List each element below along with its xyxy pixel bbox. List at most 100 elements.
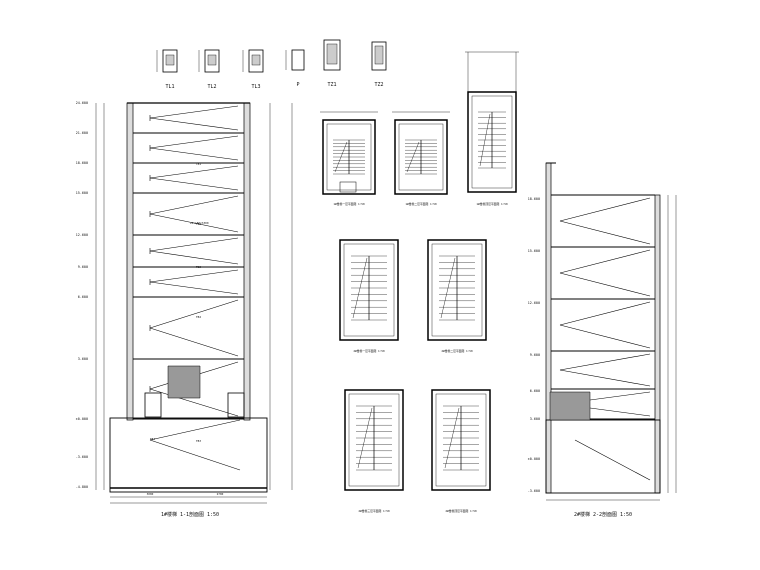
- stair-flight: [149, 388, 239, 417]
- right-stair-flights: [559, 197, 651, 481]
- left-level-7: 3.600: [78, 357, 88, 361]
- plan-4-caption: 2#楼梯一层平面图 1:50: [353, 349, 385, 353]
- detail-label-tz2: TZ2: [374, 82, 383, 88]
- detail-p: P: [285, 49, 305, 88]
- left-level-6: 6.600: [78, 295, 88, 299]
- left-level-0: 24.600: [76, 101, 88, 105]
- stair-flight: [149, 419, 241, 441]
- plan-5: 2#楼梯二层平面图 1:50: [427, 239, 487, 353]
- plan-4: 2#楼梯一层平面图 1:50: [339, 239, 399, 353]
- left-flight-labels: TB1 TB2 TB2 TB2 TB3 TB4 22×150=3300: [150, 162, 209, 443]
- plan-7-caption: 2#楼梯顶层平面图 1:50: [445, 509, 477, 513]
- stair-flight: [559, 249, 651, 274]
- right-level-4: 6.600: [530, 389, 540, 393]
- left-floor-slabs: [133, 102, 244, 420]
- detail-label-tl2: TL2: [207, 84, 216, 90]
- stair-flight: [149, 135, 239, 149]
- plan-7: 2#楼梯顶层平面图 1:50: [431, 389, 491, 513]
- stair-flight: [149, 269, 239, 283]
- right-section: 2#楼梯 2-2剖面图 1:50: [545, 162, 677, 518]
- plan-treads: [443, 405, 479, 471]
- left-flight-0: TB1: [196, 162, 201, 166]
- right-level-3: 9.600: [530, 353, 540, 357]
- plan-arrow: [440, 257, 456, 319]
- left-level-9: -3.600: [76, 455, 88, 459]
- stair-flight: [149, 195, 239, 215]
- left-flight-4: TB3: [196, 439, 201, 443]
- right-section-caption: 2#楼梯 2-2剖面图 1:50: [574, 511, 632, 518]
- left-section: 3000 2700 1#楼梯 1-1剖面图 1:50: [95, 102, 293, 518]
- stair-flight: [559, 197, 651, 222]
- left-flight-1: TB2: [196, 222, 201, 226]
- left-flight-5: TB4: [150, 437, 155, 441]
- plan-1-caption: 1#楼梯一层平面图 1:50: [333, 202, 365, 206]
- stair-flight: [559, 324, 651, 349]
- plan-treads: [333, 139, 365, 175]
- stair-flight: [149, 105, 239, 119]
- plan-treads: [356, 405, 392, 471]
- left-level-8: ±0.000: [76, 417, 88, 421]
- stair-flight: [149, 327, 239, 357]
- left-level-4: 12.600: [76, 233, 88, 237]
- stair-flight: [559, 301, 651, 326]
- left-level-5: 9.600: [78, 265, 88, 269]
- right-level-6: ±0.000: [528, 457, 540, 461]
- left-level-3: 15.600: [76, 191, 88, 195]
- detail-tz2: TZ2: [371, 41, 387, 88]
- plan-treads: [439, 255, 475, 321]
- left-level-labels: 24.600 21.600 18.600 15.600 12.600 9.600…: [76, 101, 88, 489]
- stair-flight: [559, 220, 651, 245]
- stair-flight: [559, 369, 651, 387]
- plan-arrow: [444, 407, 460, 469]
- stair-flight: [149, 250, 239, 265]
- stair-flight: [574, 439, 651, 481]
- door-left-1: [144, 392, 162, 418]
- detail-tl3: TL3: [242, 49, 264, 90]
- plan-treads: [478, 111, 506, 169]
- plan-2-caption: 1#楼梯二层平面图 1:50: [405, 202, 437, 206]
- detail-label-p: P: [296, 82, 299, 88]
- plan-arrow: [352, 257, 368, 319]
- right-level-0: 18.600: [528, 197, 540, 201]
- plan-3-caption: 1#楼梯顶层平面图 1:50: [476, 202, 508, 206]
- detail-tl1: TL1: [156, 49, 178, 90]
- plan-6-caption: 2#楼梯三层平面图 1:50: [358, 509, 390, 513]
- stair-flight: [149, 147, 239, 161]
- left-dim-width: 2700: [217, 492, 224, 496]
- stair-flight: [149, 117, 239, 131]
- plan-arrow: [357, 407, 373, 469]
- plan-arrow: [479, 113, 491, 167]
- door-left-2: [227, 392, 245, 418]
- detail-label-tl3: TL3: [251, 84, 260, 90]
- plan-1: 1#楼梯一层平面图 1:50: [320, 111, 378, 206]
- stair-flight: [559, 353, 651, 371]
- detail-label-tl1: TL1: [165, 84, 174, 90]
- stair-flight: [149, 299, 239, 329]
- stair-flight: [149, 237, 239, 252]
- left-flight-3: TB2: [196, 315, 201, 319]
- right-level-5: 3.600: [530, 417, 540, 421]
- stair-flight: [149, 165, 239, 179]
- plan-2: 1#楼梯二层平面图 1:50: [392, 111, 450, 206]
- left-flight-spec: 22×150=3300: [190, 221, 209, 225]
- plan-treads: [405, 139, 437, 175]
- right-level-2: 12.600: [528, 301, 540, 305]
- stair-flight: [149, 439, 241, 471]
- plan-6: 2#楼梯三层平面图 1:50: [344, 389, 404, 513]
- detail-label-tz1: TZ1: [327, 82, 336, 88]
- left-dim-run: 3000: [147, 492, 154, 496]
- plan-arrow: [406, 141, 420, 173]
- left-level-1: 21.600: [76, 131, 88, 135]
- left-level-10: -4.800: [76, 485, 88, 489]
- left-flight-2: TB2: [196, 265, 201, 269]
- left-stair-flights: [149, 105, 241, 471]
- stair-flight: [559, 272, 651, 297]
- left-level-2: 18.600: [76, 161, 88, 165]
- stair-flight: [149, 213, 239, 233]
- right-level-7: -3.600: [528, 489, 540, 493]
- right-floor-slabs: [551, 194, 655, 420]
- plan-arrow: [334, 141, 348, 173]
- plan-5-caption: 2#楼梯二层平面图 1:50: [441, 349, 473, 353]
- stair-flight: [149, 177, 239, 191]
